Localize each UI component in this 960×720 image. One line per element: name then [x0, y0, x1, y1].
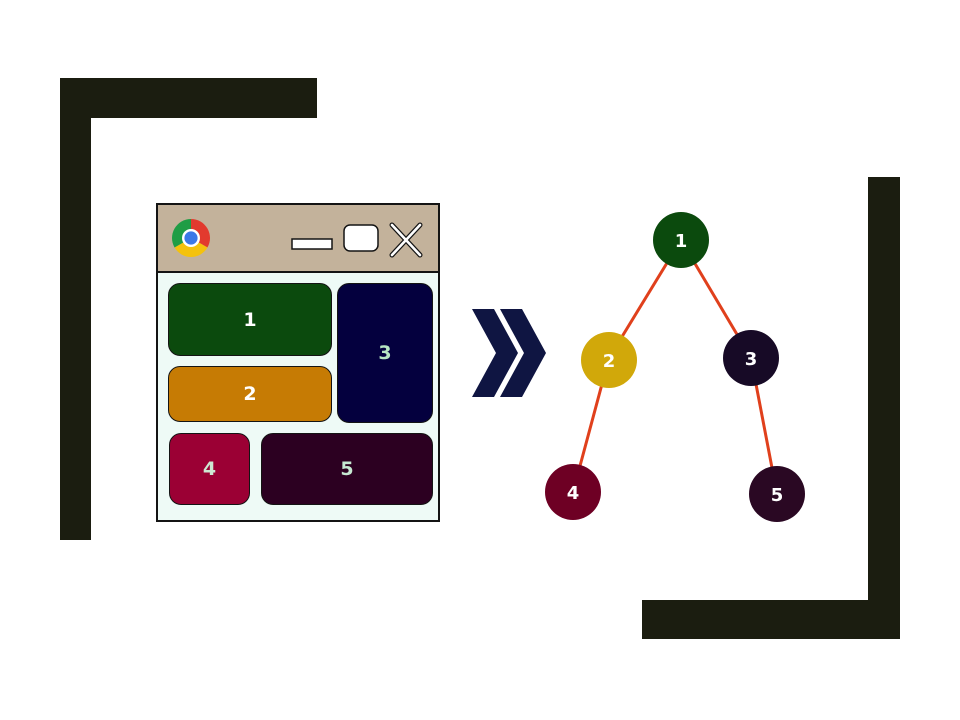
bracket-top-left-vertical	[60, 78, 91, 540]
bracket-bottom-right-vertical	[868, 177, 900, 639]
tree-node-4-label: 4	[567, 483, 580, 504]
window-controls	[291, 222, 423, 258]
layout-panel-3: 3	[337, 283, 433, 423]
close-icon[interactable]	[389, 222, 423, 258]
window-titlebar	[158, 205, 438, 273]
layout-panel-5: 5	[261, 433, 433, 505]
tree-node-5: 5	[749, 466, 805, 522]
layout-tree: 1 2 3 4 5	[545, 212, 805, 522]
layout-panel-2: 2	[168, 366, 332, 422]
minimize-icon[interactable]	[291, 238, 333, 250]
tree-node-2-label: 2	[603, 351, 616, 372]
tree-node-3: 3	[723, 330, 779, 386]
layout-panel-4: 4	[169, 433, 250, 505]
browser-window: 1 2 3 4 5	[156, 203, 440, 522]
tree-node-5-label: 5	[771, 485, 784, 506]
panel-4-label: 4	[202, 458, 217, 480]
bracket-top-left-horizontal	[60, 78, 317, 118]
panel-1-label: 1	[243, 308, 257, 331]
double-chevron-right-icon	[472, 309, 546, 397]
panel-5-label: 5	[340, 458, 354, 480]
tree-node-1-label: 1	[675, 231, 688, 252]
bracket-bottom-right-horizontal	[642, 600, 900, 639]
tree-node-2: 2	[581, 332, 637, 388]
maximize-icon[interactable]	[343, 224, 379, 252]
chrome-icon	[172, 219, 210, 257]
panel-2-label: 2	[243, 383, 257, 405]
tree-node-3-label: 3	[745, 349, 758, 370]
tree-node-4: 4	[545, 464, 601, 520]
tree-node-1: 1	[653, 212, 709, 268]
panel-3-label: 3	[378, 342, 392, 364]
layout-panel-1: 1	[168, 283, 332, 356]
